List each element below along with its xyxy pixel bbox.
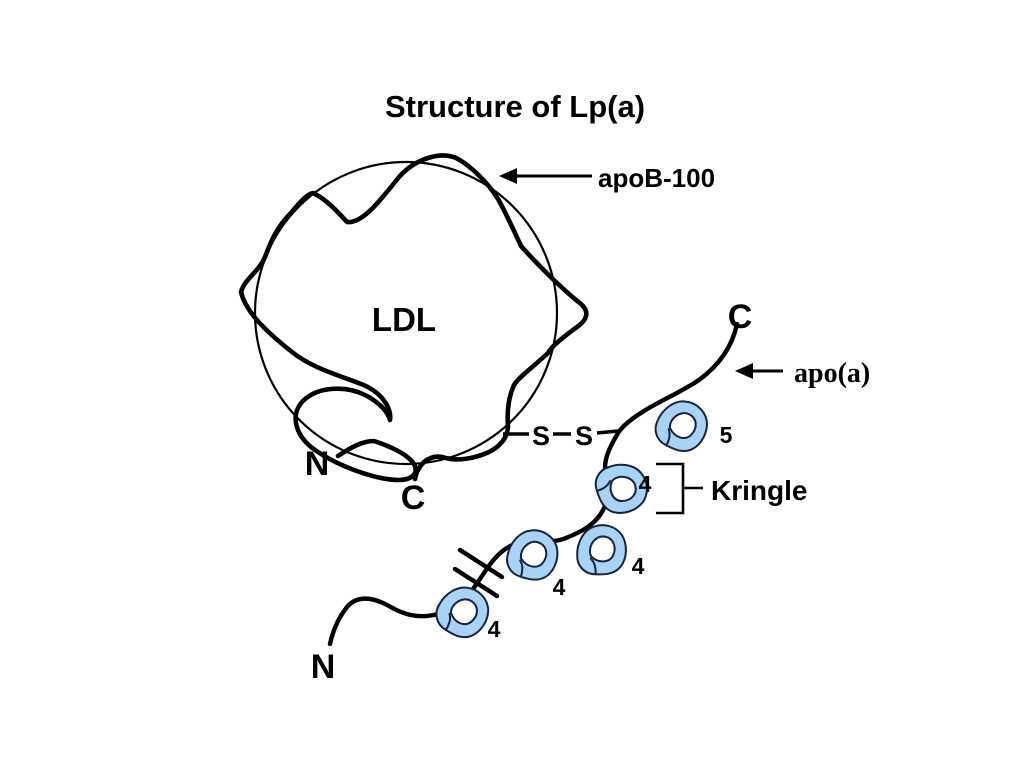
disulfide-s-right: S [575,421,593,451]
apob-100-strand [238,153,589,483]
chain-break-tick-1 [457,547,505,580]
kringle-label: Kringle [711,475,807,506]
apob-arrowhead-icon [499,168,517,184]
apoa-label: apo(a) [794,358,870,389]
kringle-4d-number: 4 [488,616,501,642]
apoa-c-terminus-label: C [728,298,753,336]
kringle-4b-number: 4 [632,553,645,579]
apoa-arrowhead-icon [735,363,753,379]
kringle-5-number: 5 [720,422,733,448]
apob-label: apoB-100 [598,163,715,193]
chain-break-tick-2 [452,566,500,599]
kringle-4c-number: 4 [553,574,566,600]
apob-n-terminus-label: N [305,445,330,483]
kringle-domain-4b [569,517,635,584]
apob-c-terminus-label: C [401,479,426,517]
page-title: Structure of Lp(a) [385,89,645,124]
disulfide-right-link [596,429,619,435]
kringle-bracket [656,462,685,515]
kringle-4a-number: 4 [639,471,652,497]
disulfide-s-left: S [532,421,550,451]
apoa-n-terminus-label: N [311,648,336,686]
ldl-label: LDL [372,301,436,338]
ldl-particle-circle [253,160,559,466]
apoa-chain [327,321,740,647]
